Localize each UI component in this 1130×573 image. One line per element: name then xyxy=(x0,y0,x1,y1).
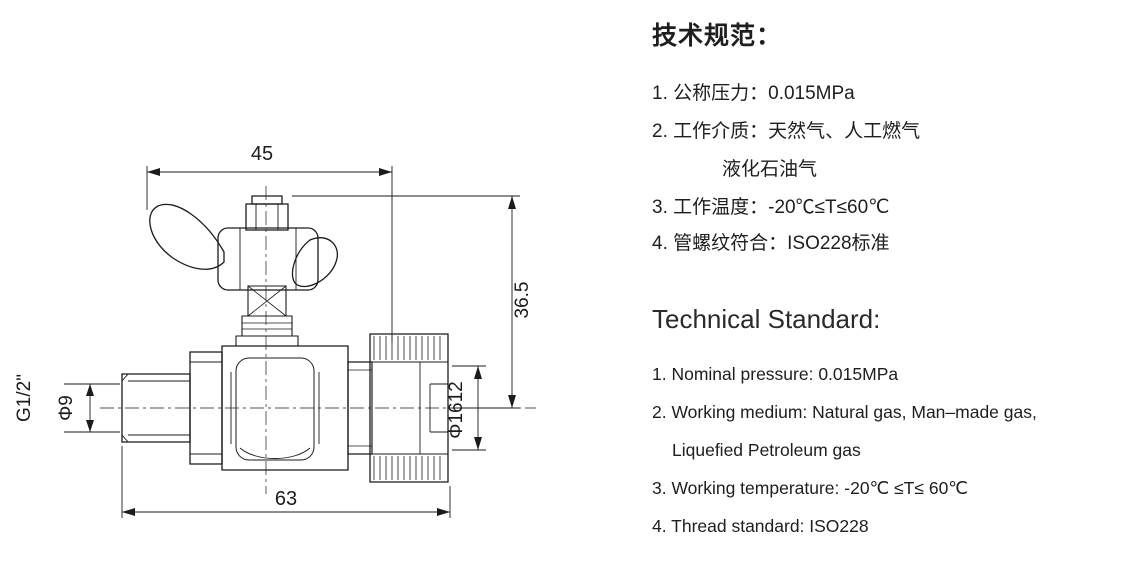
handle-left-wing xyxy=(149,203,225,270)
dim-label-45: 45 xyxy=(251,143,273,165)
stem-assembly xyxy=(235,285,299,347)
butterfly-handle xyxy=(149,195,338,291)
spec-en-line-4: 4. Thread standard: ISO228 xyxy=(652,516,869,536)
dim-label-63: 63 xyxy=(275,488,297,510)
valve-technical-drawing: 45 36.5 63 xyxy=(14,143,536,518)
compression-nut xyxy=(369,333,449,483)
dim-label-phi1612: Φ1612 xyxy=(446,381,467,438)
spec-en-line-3: 3. Working temperature: -20℃ ≤T≤ 60℃ xyxy=(652,478,968,498)
spec-cn-line-2: 2. 工作介质：天然气、人工燃气 xyxy=(652,121,921,142)
handle-right-wing xyxy=(291,237,338,288)
label-g12-text: G1/2" xyxy=(14,374,35,422)
centerlines xyxy=(100,186,536,494)
dim-right-port-phi16: Φ1612 xyxy=(446,365,486,451)
valve-drawing-svg: 45 36.5 63 xyxy=(14,143,536,518)
knurl-top xyxy=(373,336,441,360)
spec-cn-line-3: 3. 工作温度：-20℃≤T≤60℃ xyxy=(652,197,890,218)
dim-label-36-5: 36.5 xyxy=(512,282,533,319)
dim-right-36-5: 36.5 xyxy=(292,195,533,409)
spec-en-line-1: 1. Nominal pressure: 0.015MPa xyxy=(652,364,899,384)
dim-left-bore-phi9: Φ9 xyxy=(56,383,120,433)
spec-cn-line-4: 4. 管螺纹符合：ISO228标准 xyxy=(652,233,890,254)
spec-cn-title: 技术规范： xyxy=(652,22,783,50)
spec-cn-line-2b: 液化石油气 xyxy=(722,159,818,180)
dim-top-45: 45 xyxy=(146,143,393,342)
spec-en-line-2b: Liquefied Petroleum gas xyxy=(672,440,861,460)
spec-en-title: Technical Standard: xyxy=(652,304,881,334)
spec-cn-line-1: 1. 公称压力：0.015MPa xyxy=(652,83,855,104)
valve-body xyxy=(221,345,349,471)
spec-en-line-2: 2. Working medium: Natural gas, Man–made… xyxy=(652,402,1037,422)
dim-label-phi9: Φ9 xyxy=(56,395,77,421)
label-thread-g12: G1/2" xyxy=(14,374,35,422)
knurl-bottom xyxy=(373,456,441,480)
dim-bottom-63: 63 xyxy=(121,446,451,518)
